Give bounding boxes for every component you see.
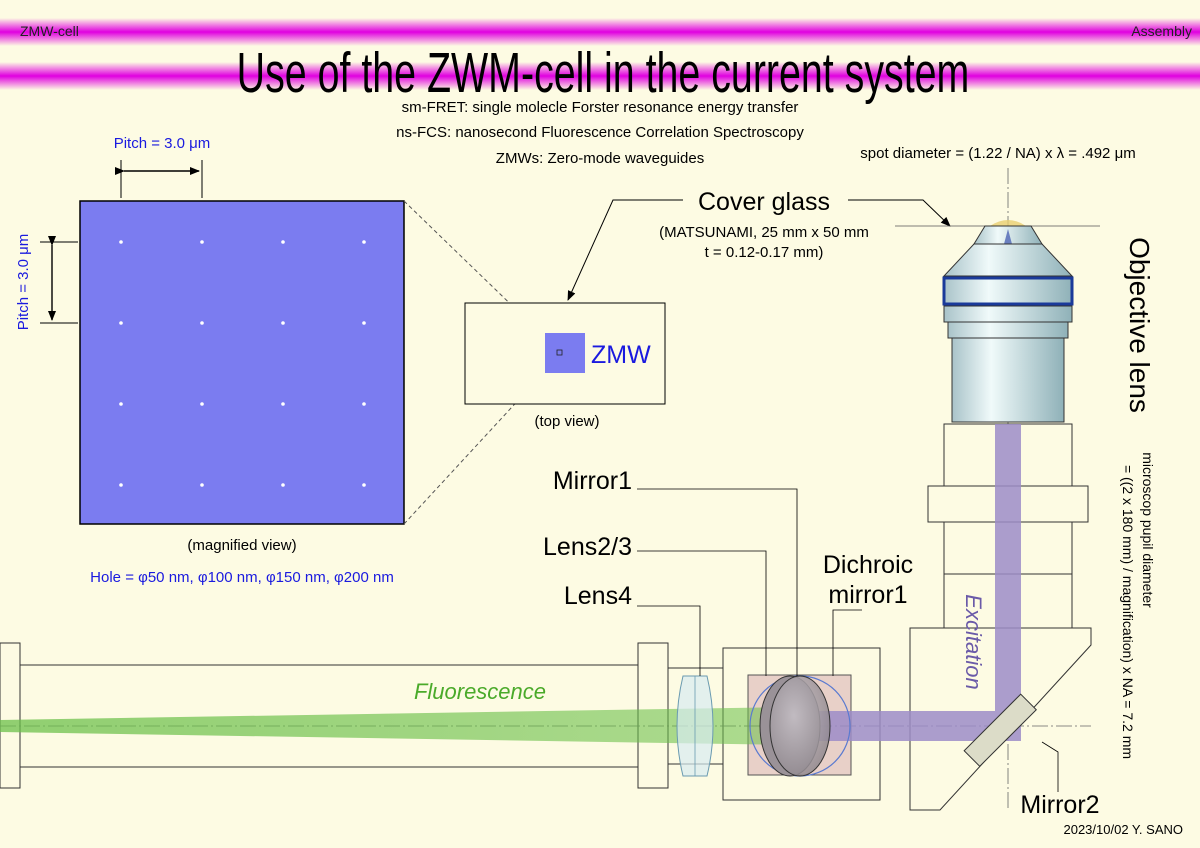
zmw-hole [200, 321, 204, 325]
zmw-hole [362, 240, 366, 244]
cover-glass-spec-line2: t = 0.12-0.17 mm) [705, 244, 824, 261]
objective-body-3 [947, 321, 1069, 339]
zmw-hole [119, 321, 123, 325]
zmw-hole [362, 402, 366, 406]
excitation-beam [785, 424, 1021, 741]
lens23-label: Lens2/3 [543, 533, 632, 561]
zoom-line-top [403, 200, 561, 353]
zmw-hole [362, 321, 366, 325]
objective-color-ring [942, 276, 1074, 306]
top-view-caption: (top view) [534, 413, 599, 430]
zmw-area-top-view [545, 333, 585, 373]
header-left-tag: ZMW-cell [20, 23, 79, 39]
cover-glass-spec-line1: (MATSUNAMI, 25 mm x 50 mm [659, 224, 869, 241]
zmw-hole [281, 402, 285, 406]
main-tube-end [0, 642, 21, 789]
mirror1-label: Mirror1 [553, 467, 632, 495]
mirror2-element [963, 693, 1037, 767]
zmw-hole [200, 402, 204, 406]
header-band-top [0, 18, 1200, 46]
pitch-vertical-label: Pitch = 3.0 μm [15, 234, 32, 331]
zmw-hole [281, 240, 285, 244]
header-right-tag: Assembly [1131, 23, 1192, 39]
objective-body-2 [943, 305, 1073, 323]
lens4-label: Lens4 [564, 582, 632, 610]
cover-glass-leader-to-top-view [567, 199, 683, 301]
objective-lens-label: Objective lens [1124, 237, 1155, 413]
mirror1-leader [637, 488, 798, 676]
objective-body-4 [951, 337, 1065, 423]
mirror2-leader [1041, 741, 1059, 792]
cover-glass-label: Cover glass [698, 188, 830, 216]
zmw-hole [119, 240, 123, 244]
mirror2-label: Mirror2 [1020, 791, 1099, 819]
pitch-horizontal-label: Pitch = 3.0 μm [114, 135, 211, 152]
definition-nsfcs: ns-FCS: nanosecond Fluorescence Correlat… [396, 124, 804, 141]
zmw-hole [200, 483, 204, 487]
fluorescence-label: Fluorescence [414, 679, 546, 704]
spot-diameter-formula: spot diameter = (1.22 / NA) x λ = .492 μ… [860, 145, 1135, 162]
zmw-hole-grid [119, 240, 366, 487]
zmw-top-view-label: ZMW [591, 341, 651, 369]
zmw-detail-marker [556, 349, 563, 356]
hole-sizes-label: Hole = φ50 nm, φ100 nm, φ150 nm, φ200 nm [90, 569, 394, 586]
zmw-hole [281, 321, 285, 325]
immersion-drop [990, 220, 1026, 226]
dichroic-label-line2: mirror1 [828, 581, 907, 609]
zmw-hole [362, 483, 366, 487]
dichroic-label-line1: Dichroic [823, 551, 913, 579]
magnified-caption: (magnified view) [187, 537, 296, 554]
dichroic-mirror1-element [769, 675, 831, 777]
objective-body-1 [943, 275, 1073, 307]
zmw-magnified-square [79, 200, 405, 525]
fluorescence-beam [0, 707, 790, 745]
author-date-footer: 2023/10/02 Y. SANO [1063, 822, 1183, 837]
lens23-leader [637, 550, 767, 676]
pupil-diameter-line1: microscop pupil diameter [1140, 452, 1156, 608]
pupil-diameter-line2: = ((2 x 180 mm) / magnification) x NA = … [1120, 465, 1136, 759]
header-band-bottom [0, 62, 1200, 90]
dichroic-leader [832, 609, 862, 676]
zmw-hole [119, 402, 123, 406]
definition-zmw: ZMWs: Zero-mode waveguides [496, 150, 704, 167]
objective-upper-body [942, 243, 1074, 277]
page-title: Use of the ZWM-cell in the current syste… [237, 42, 970, 105]
excitation-label: Excitation [961, 594, 986, 689]
cover-glass-leader-to-objective [848, 199, 951, 227]
objective-tip-cone [1004, 229, 1012, 244]
lens4-leader [637, 605, 701, 676]
zmw-hole [119, 483, 123, 487]
zmw-hole [200, 240, 204, 244]
zmw-hole [281, 483, 285, 487]
definition-smfret: sm-FRET: single molecle Forster resonanc… [402, 99, 799, 116]
